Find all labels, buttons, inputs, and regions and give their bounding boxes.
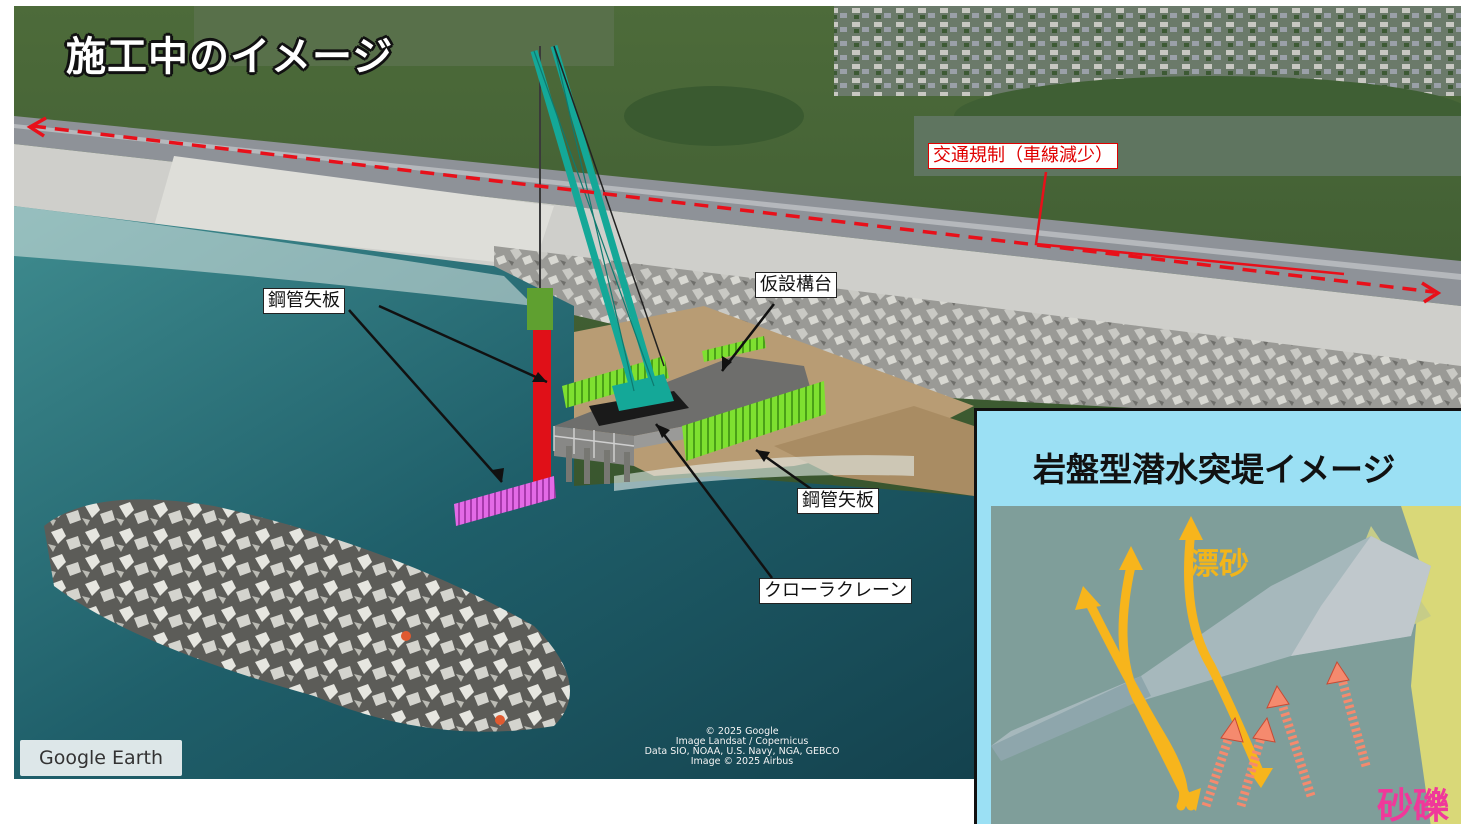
label-crawler-crane: クローラクレーン — [759, 578, 913, 604]
credit-line: Data SIO, NOAA, U.S. Navy, NGA, GEBCO — [644, 746, 840, 757]
label-steel-pipe-sheet-pile-upper: 鋼管矢板 — [263, 288, 345, 314]
inset-panel: 岩盤型潜水突堤イメージ — [974, 408, 1461, 824]
credit-line: © 2025 Google — [705, 726, 779, 737]
label-drift-sand: 漂砂 — [1189, 547, 1249, 582]
credit-line: Image Landsat / Copernicus — [675, 736, 809, 747]
label-traffic-regulation: 交通規制（車線減少） — [928, 143, 1118, 169]
image-title: 施工中のイメージ — [66, 34, 394, 80]
google-earth-watermark: Google Earth — [20, 740, 182, 776]
credit-line: Image © 2025 Airbus — [690, 756, 794, 767]
inset-title: 岩盤型潜水突堤イメージ — [1033, 450, 1396, 489]
label-gravel: 砂礫 — [1377, 786, 1450, 824]
submerged-groin-diagram — [991, 506, 1461, 824]
label-temporary-platform: 仮設構台 — [755, 272, 837, 298]
aerial-photo — [14, 6, 1461, 779]
image-credits: © 2025 Google Image Landsat / Copernicus… — [622, 727, 862, 767]
label-steel-pipe-sheet-pile-lower: 鋼管矢板 — [797, 488, 879, 514]
